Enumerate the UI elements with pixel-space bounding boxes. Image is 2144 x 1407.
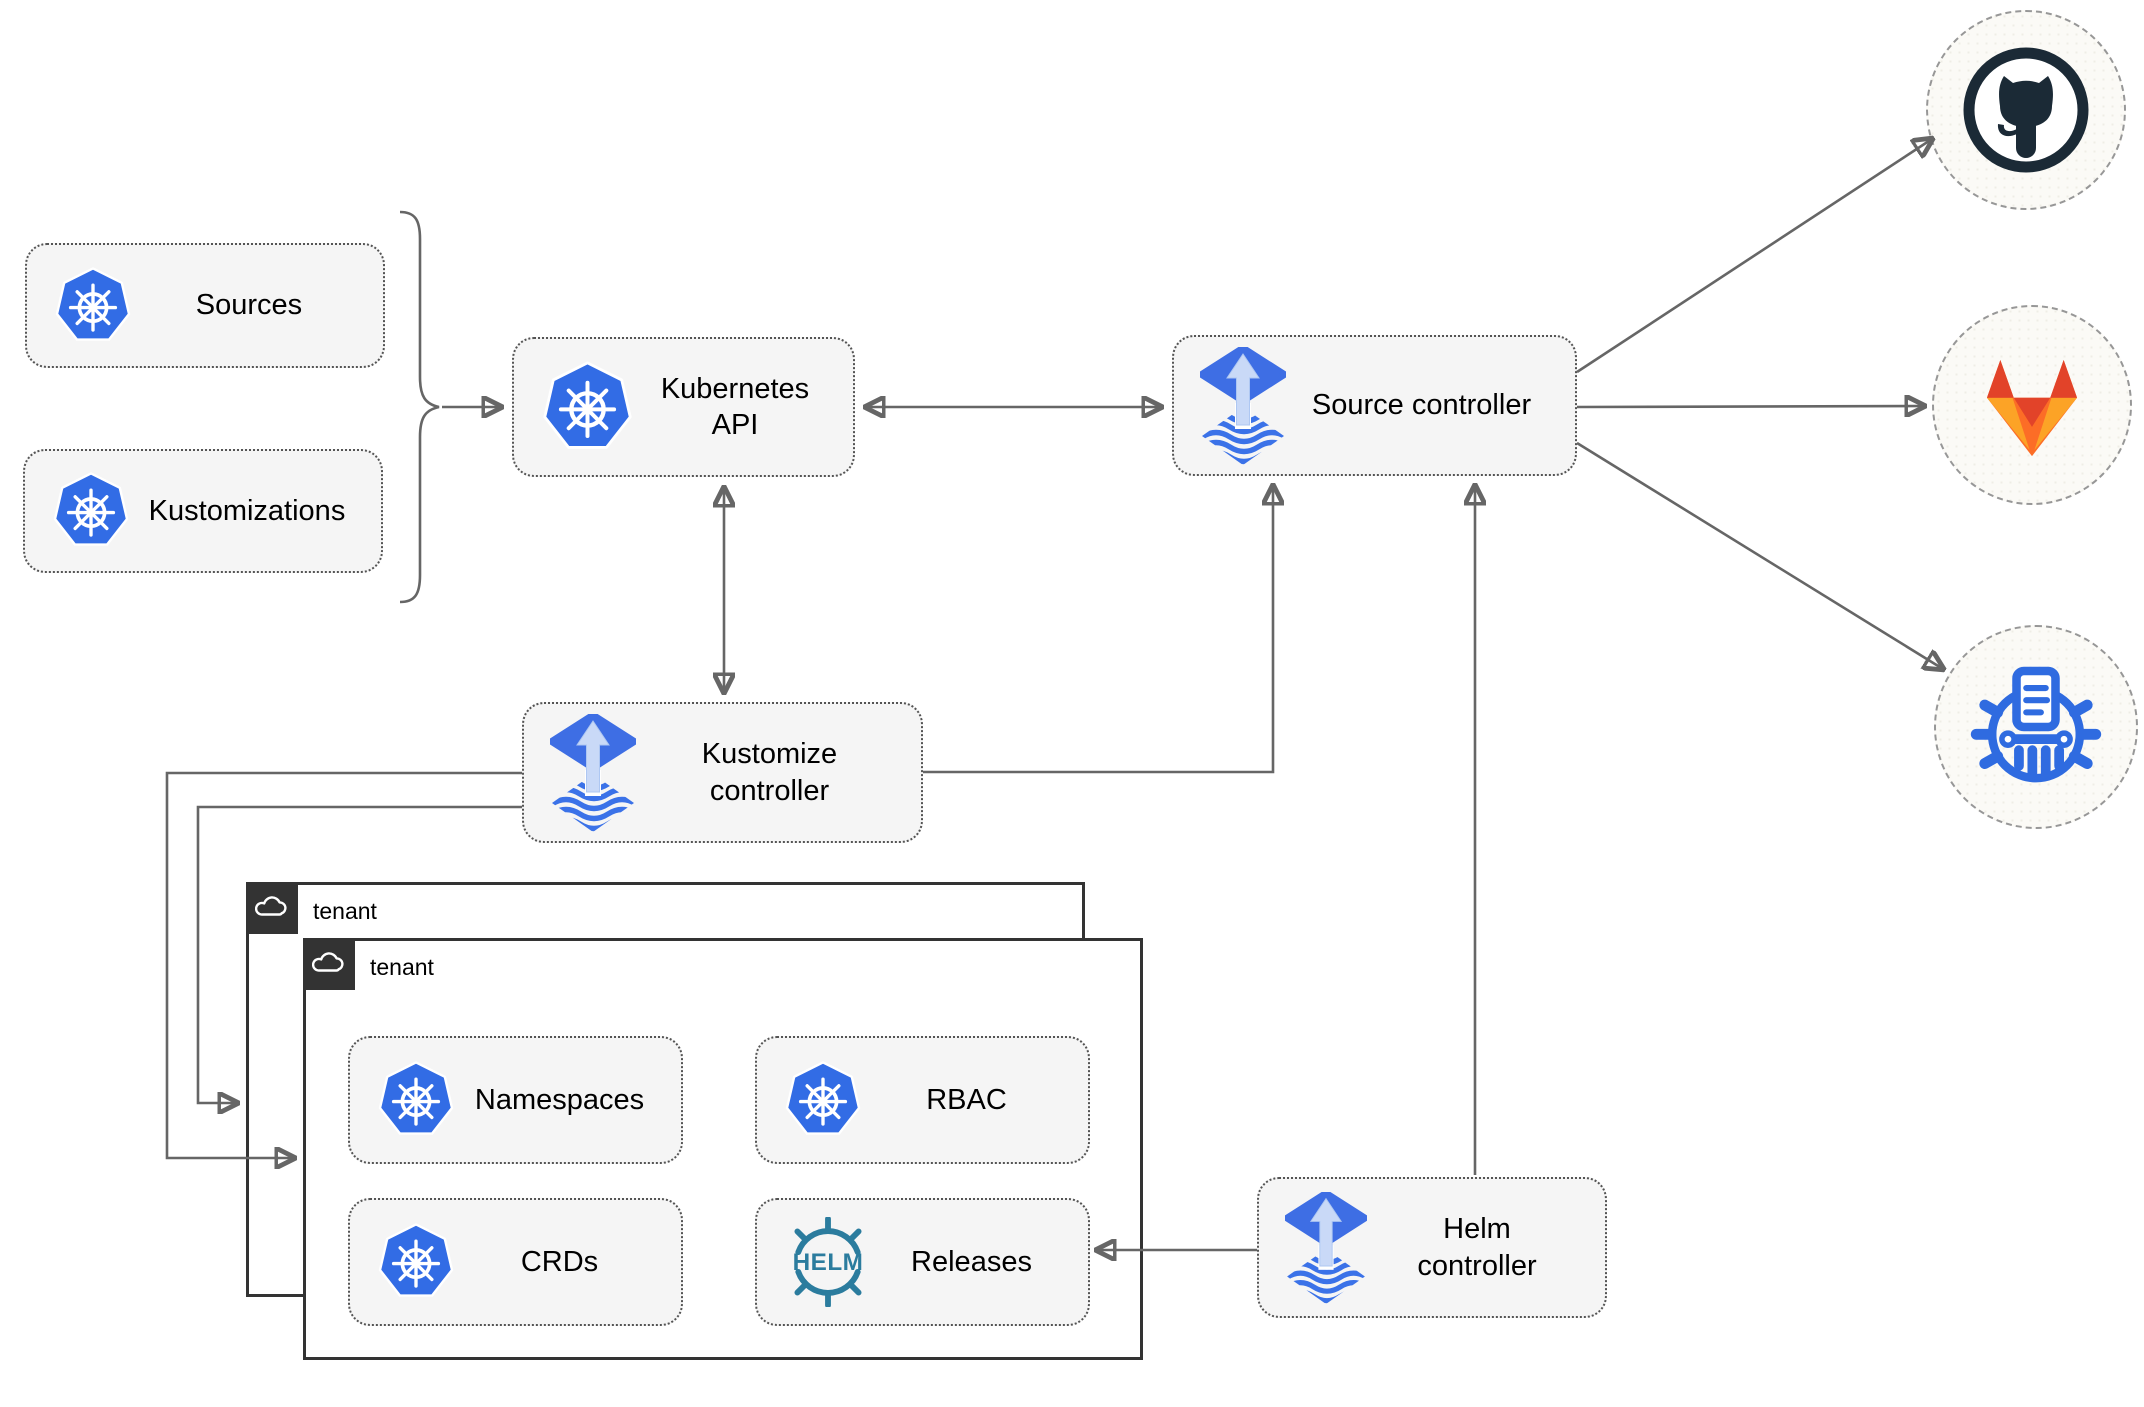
flux-icon <box>550 714 636 832</box>
node-helm-controller: Helm controller <box>1257 1177 1607 1318</box>
edge-source-to-helm-repository <box>1576 441 1943 669</box>
gitlab-fox-icon <box>1986 359 2078 457</box>
kubernetes-icon <box>53 471 129 547</box>
cloud-icon <box>255 896 287 916</box>
brace-sources-group <box>399 210 440 604</box>
node-namespaces: Namespaces <box>348 1036 683 1164</box>
flux-icon <box>1200 347 1286 465</box>
node-label: Releases <box>911 1245 1032 1278</box>
node-label: Source controller <box>1311 389 1532 422</box>
remote-helm-repository <box>1934 625 2138 829</box>
node-kustomize-controller: Kustomize controller <box>522 702 923 843</box>
tenant-header <box>303 938 355 990</box>
edge-source-to-github <box>1576 139 1932 374</box>
helm-logo-text: HELM <box>793 1249 864 1276</box>
github-octocat-icon <box>1960 44 2092 176</box>
kubernetes-icon <box>55 266 131 341</box>
node-rbac: RBAC <box>755 1036 1090 1164</box>
flux-icon <box>1285 1192 1367 1304</box>
chartmuseum-wheel-icon <box>1969 660 2103 794</box>
tenant-group-front: tenant Namespaces RBAC CRDs HELM Release… <box>303 938 1143 1360</box>
remote-gitlab <box>1932 305 2132 505</box>
node-source-controller: Source controller <box>1172 335 1577 476</box>
kubernetes-icon <box>378 1222 454 1298</box>
node-kustomizations: Kustomizations <box>23 449 383 573</box>
node-label: Helm controller <box>1417 1213 1537 1282</box>
edge-kustomize-to-source-controller <box>923 486 1273 774</box>
node-label: Kustomizations <box>148 494 346 527</box>
tenant-label: tenant <box>370 954 434 980</box>
kubernetes-icon <box>785 1060 861 1136</box>
edge-source-to-gitlab <box>1576 406 1924 407</box>
node-label: RBAC <box>926 1083 1007 1116</box>
helm-icon: HELM <box>793 1217 864 1307</box>
node-label: Kustomize controller <box>701 738 838 807</box>
node-label: Kubernetes API <box>660 372 810 441</box>
node-kubernetes-api: Kubernetes API <box>512 337 855 477</box>
tenant-header <box>246 882 298 934</box>
node-sources: Sources <box>25 243 385 368</box>
kubernetes-icon <box>378 1060 454 1136</box>
cloud-icon <box>312 952 344 972</box>
node-crds: CRDs <box>348 1198 683 1326</box>
tenant-label: tenant <box>313 898 377 924</box>
remote-github <box>1926 10 2126 210</box>
node-label: Sources <box>195 289 303 322</box>
kubernetes-icon <box>540 360 635 455</box>
node-releases: HELM Releases <box>755 1198 1090 1326</box>
node-label: CRDs <box>520 1245 599 1278</box>
node-label: Namespaces <box>474 1083 645 1116</box>
